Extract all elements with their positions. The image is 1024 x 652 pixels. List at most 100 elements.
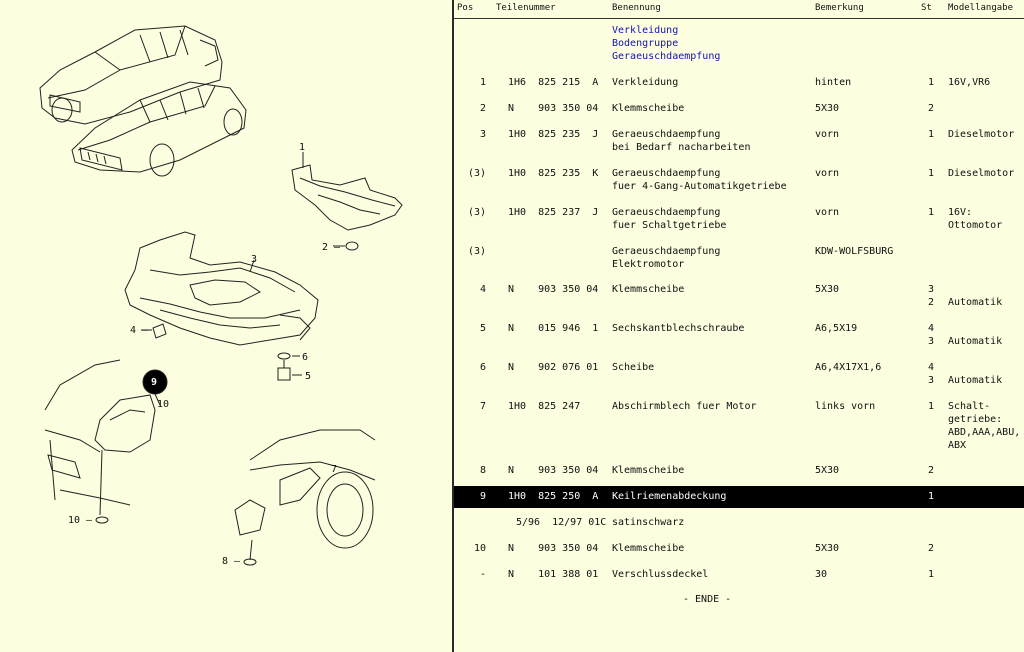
- row-remark: 5X30: [815, 284, 840, 295]
- car-hatchback-illustration: [71, 81, 247, 177]
- row-designation: Klemmscheibe: [612, 543, 685, 554]
- group-title-line: Bodengruppe: [612, 38, 679, 49]
- row-designation: fuer Schaltgetriebe: [612, 220, 727, 231]
- selected-row-highlight[interactable]: [454, 486, 1024, 508]
- row-designation: Geraeuschdaempfung: [612, 129, 721, 140]
- row-remark: 5X30: [815, 465, 840, 476]
- row-partnumber[interactable]: 1H0 825 235 K: [508, 168, 599, 179]
- row-designation: Klemmscheibe: [612, 284, 685, 295]
- row-model: 16V,VR6: [948, 77, 991, 88]
- diagram-svg: 1 2 – 3 4 – 5 6 7 8 – 9 10 10 –: [39, 25, 403, 567]
- row-partnumber[interactable]: N 902 076 01: [508, 362, 599, 373]
- row-qty: 1: [928, 207, 935, 218]
- pane-divider[interactable]: [452, 0, 454, 652]
- row-partnumber[interactable]: N 903 350 04: [508, 103, 599, 114]
- row-partnumber[interactable]: 1H0 825 235 J: [508, 129, 599, 140]
- row-pos[interactable]: 9: [479, 491, 486, 502]
- callout-10a[interactable]: 10: [157, 399, 169, 410]
- row-partnumber[interactable]: N 015 946 1: [508, 323, 599, 334]
- row-qty: 1: [928, 129, 935, 140]
- row-pos[interactable]: 3: [479, 129, 486, 140]
- row-model: Dieselmotor: [948, 168, 1015, 179]
- callout-1[interactable]: 1: [299, 142, 305, 153]
- row-designation: fuer 4-Gang-Automatikgetriebe: [612, 181, 787, 192]
- row-designation: Geraeuschdaempfung: [612, 168, 721, 179]
- row-pos[interactable]: 7: [479, 401, 486, 412]
- row-pos[interactable]: 10: [473, 543, 486, 554]
- col-header-designation[interactable]: Benennung: [612, 3, 661, 13]
- callout-2[interactable]: 2 –: [322, 242, 341, 253]
- col-header-remark[interactable]: Bemerkung: [815, 3, 864, 13]
- table-header: Pos Teilenummer Benennung Bemerkung St M…: [454, 0, 1024, 19]
- row-partnumber[interactable]: N 903 350 04: [508, 465, 599, 476]
- part-9-belt-cover: [94, 369, 168, 453]
- row-remark: hinten: [815, 77, 852, 88]
- row-designation: Abschirmblech fuer Motor: [612, 401, 757, 412]
- row-designation: Geraeuschdaempfung: [612, 207, 721, 218]
- col-header-qty[interactable]: St: [921, 3, 932, 13]
- row-qty: 1: [928, 491, 935, 502]
- row-remark: vorn: [815, 129, 840, 140]
- row-pos[interactable]: 2: [479, 103, 486, 114]
- row-remark: KDW-WOLFSBURG: [815, 246, 894, 257]
- car-sedan-illustration: [39, 25, 223, 125]
- row-pos[interactable]: 6: [479, 362, 486, 373]
- row-remark: 5X30: [815, 543, 840, 554]
- row-designation: Klemmscheibe: [612, 103, 685, 114]
- row-sub-date-code: 5/96 12/97 01C: [516, 517, 607, 528]
- row-remark: 5X30: [815, 103, 840, 114]
- callout-4[interactable]: 4 –: [130, 325, 149, 336]
- callout-10b[interactable]: 10 –: [68, 515, 93, 526]
- row-model: ABX: [948, 440, 967, 451]
- parts-list-table: Pos Teilenummer Benennung Bemerkung St M…: [454, 0, 1024, 652]
- row-partnumber[interactable]: N 903 350 04: [508, 543, 599, 554]
- part-3-underbody-shield: [124, 231, 319, 346]
- row-qty: 1: [928, 569, 935, 580]
- row-qty: 1: [928, 168, 935, 179]
- row-pos[interactable]: (3): [467, 207, 486, 218]
- row-pos[interactable]: (3): [467, 246, 486, 257]
- row-designation: bei Bedarf nacharbeiten: [612, 142, 751, 153]
- row-pos[interactable]: (3): [467, 168, 486, 179]
- part-5-screw: [277, 360, 302, 381]
- callout-6[interactable]: 6: [302, 352, 308, 363]
- group-title-line: Geraeuschdaempfung: [612, 51, 721, 62]
- row-partnumber[interactable]: 1H0 825 250 A: [508, 491, 599, 502]
- row-qty: 2: [928, 465, 935, 476]
- row-pos[interactable]: 8: [479, 465, 486, 476]
- row-partnumber[interactable]: 1H6 825 215 A: [508, 77, 599, 88]
- row-partnumber[interactable]: 1H0 825 247: [508, 401, 581, 412]
- row-designation: Keilriemenabdeckung: [612, 491, 727, 502]
- row-model: 16V:: [948, 207, 973, 218]
- row-partnumber[interactable]: N 903 350 04: [508, 284, 599, 295]
- row-remark: links vorn: [815, 401, 876, 412]
- list-end-marker: - ENDE -: [683, 594, 732, 605]
- row-remark: A6,5X19: [815, 323, 858, 334]
- callout-8[interactable]: 8 –: [222, 556, 241, 567]
- row-pos[interactable]: 4: [479, 284, 486, 295]
- row-sub-color: satinschwarz: [612, 517, 685, 528]
- col-header-model[interactable]: Modellangabe: [948, 3, 1014, 13]
- callout-3[interactable]: 3: [251, 254, 257, 265]
- row-remark: A6,4X17X1,6: [815, 362, 882, 373]
- part-2-clip: [333, 241, 359, 251]
- col-header-pos[interactable]: Pos: [457, 3, 474, 13]
- row-qty: 3: [928, 375, 935, 386]
- callout-7[interactable]: 7: [331, 464, 337, 475]
- row-designation: Klemmscheibe: [612, 465, 685, 476]
- callout-5[interactable]: 5: [305, 371, 311, 382]
- row-pos[interactable]: 1: [479, 77, 486, 88]
- col-header-partnumber[interactable]: Teilenummer: [496, 3, 556, 13]
- row-partnumber[interactable]: N 101 388 01: [508, 569, 599, 580]
- row-model: Automatik: [948, 375, 1003, 386]
- row-remark: vorn: [815, 207, 840, 218]
- part-4-clip: [141, 323, 167, 339]
- callout-9[interactable]: 9: [151, 377, 157, 388]
- car-rear-quarter-illustration: [234, 429, 376, 566]
- row-pos[interactable]: -: [479, 569, 486, 580]
- row-pos[interactable]: 5: [479, 323, 486, 334]
- car-front-bumper-illustration: [44, 359, 131, 524]
- row-model: Dieselmotor: [948, 129, 1015, 140]
- row-partnumber[interactable]: 1H0 825 237 J: [508, 207, 599, 218]
- row-designation: Verkleidung: [612, 77, 679, 88]
